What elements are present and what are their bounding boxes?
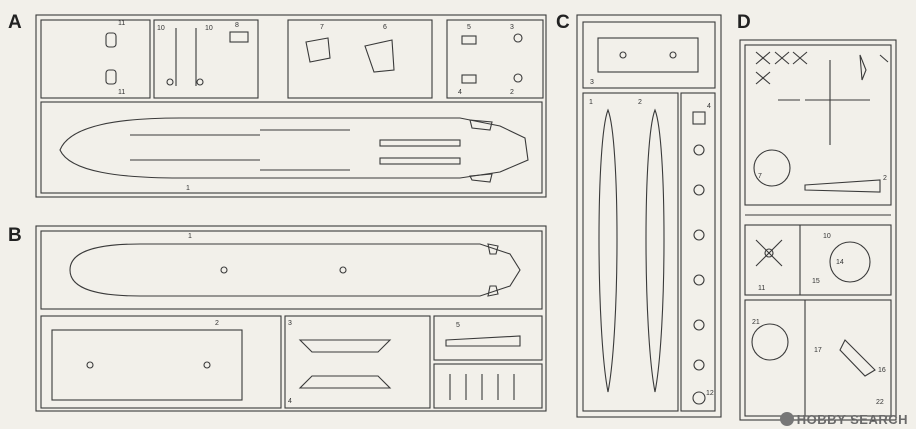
part-number-label: 11 (118, 89, 125, 96)
sprue-b-parts (51, 243, 521, 401)
sprue-label-d: D (737, 12, 751, 33)
part-number-label: 17 (814, 347, 822, 354)
part-number-labels: 11 11 10 10 8 7 6 5 3 4 2 1 1 2 3 4 5 3 … (118, 20, 887, 406)
part-number-label: 10 (205, 25, 213, 32)
sprue-a-parts (59, 28, 529, 183)
sprue-label-b: B (8, 225, 22, 246)
part-number-label: 1 (589, 99, 593, 106)
sprue-label-a: A (8, 12, 22, 33)
part-number-label: 7 (320, 24, 324, 31)
hobby-search-logo-icon (779, 412, 794, 426)
part-number-label: 2 (215, 320, 219, 327)
part-number-label: 10 (157, 25, 165, 32)
sprue-c-frame (576, 14, 722, 418)
part-number-label: 12 (706, 390, 714, 397)
part-number-label: 14 (836, 259, 844, 266)
part-number-label: 5 (467, 24, 471, 31)
sprue-b-frame (35, 225, 547, 412)
part-number-label: 22 (876, 399, 884, 406)
part-number-label: 7 (758, 173, 762, 180)
part-number-label: 15 (812, 278, 820, 285)
part-number-label: 8 (235, 22, 239, 29)
part-number-label: 3 (510, 24, 514, 31)
part-number-label: 5 (456, 322, 460, 329)
part-number-label: 3 (288, 320, 292, 327)
sprue-d-frame (739, 39, 897, 421)
part-number-label: 2 (510, 89, 514, 96)
part-number-label: 4 (288, 398, 292, 405)
watermark-text: HOBBY SEARCH (796, 412, 908, 427)
part-number-label: 4 (707, 103, 711, 110)
part-number-label: 16 (878, 367, 886, 374)
sprue-c-parts (597, 37, 706, 405)
part-number-label: 6 (383, 24, 387, 31)
part-number-label: 3 (590, 79, 594, 86)
part-number-label: 11 (758, 285, 765, 292)
part-number-label: 2 (638, 99, 642, 106)
sprue-a-frame (35, 14, 547, 198)
part-number-label: 10 (823, 233, 831, 240)
part-number-label: 1 (188, 233, 192, 240)
sprue-label-c: C (556, 12, 570, 33)
part-number-label: 2 (883, 175, 887, 182)
watermark: HOBBY SEARCH (779, 412, 908, 427)
sprue-d-parts (751, 51, 889, 377)
part-number-label: 21 (752, 319, 760, 326)
part-number-label: 4 (458, 89, 462, 96)
part-number-label: 1 (186, 185, 190, 192)
part-number-label: 11 (118, 20, 125, 27)
